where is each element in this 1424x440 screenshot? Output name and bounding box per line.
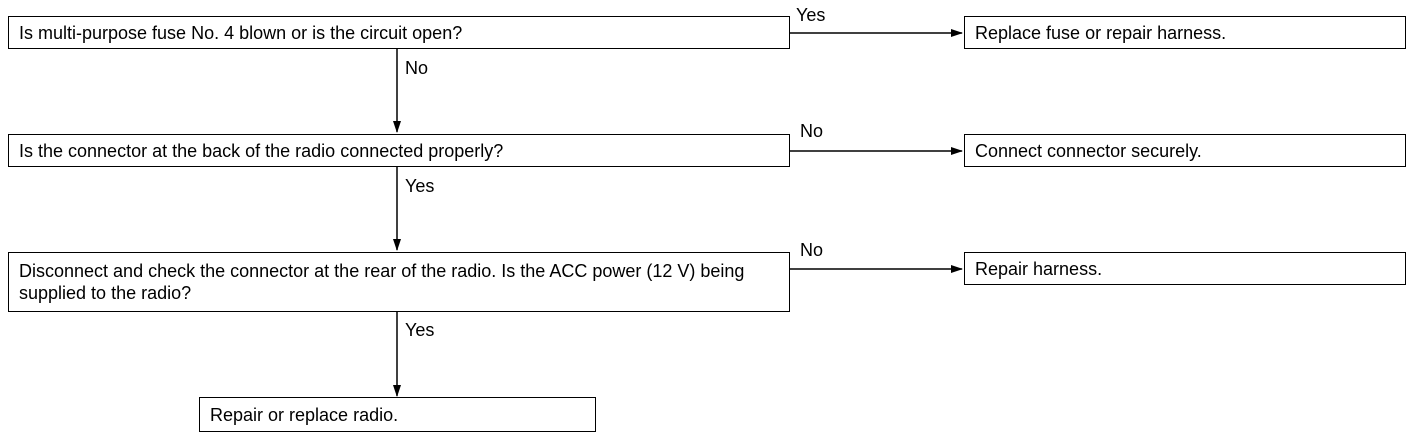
edge-label-q2-no: No	[800, 121, 824, 141]
edge-label-q2-yes: Yes	[405, 176, 435, 196]
action-text-repair-radio: Repair or replace radio.	[210, 404, 399, 425]
action-box-repair-harness: Repair harness.	[964, 252, 1406, 285]
edge-label-q1-no: No	[405, 58, 429, 78]
action-text-connect-connector: Connect connector securely.	[975, 140, 1202, 161]
question-text-fuse: Is multi-purpose fuse No. 4 blown or is …	[19, 22, 463, 43]
question-box-fuse: Is multi-purpose fuse No. 4 blown or is …	[8, 16, 790, 49]
action-text-replace-fuse: Replace fuse or repair harness.	[975, 22, 1227, 43]
question-text-acc-power: Disconnect and check the connector at th…	[19, 261, 745, 303]
question-box-acc-power: Disconnect and check the connector at th…	[8, 252, 790, 312]
edge-label-q3-yes: Yes	[405, 320, 435, 340]
question-text-connector: Is the connector at the back of the radi…	[19, 140, 504, 161]
question-box-connector: Is the connector at the back of the radi…	[8, 134, 790, 167]
edge-label-q3-no: No	[800, 240, 824, 260]
action-box-connect-connector: Connect connector securely.	[964, 134, 1406, 167]
edge-label-q1-yes: Yes	[796, 5, 826, 25]
action-box-repair-radio: Repair or replace radio.	[199, 397, 596, 432]
action-box-replace-fuse: Replace fuse or repair harness.	[964, 16, 1406, 49]
action-text-repair-harness: Repair harness.	[975, 258, 1103, 279]
